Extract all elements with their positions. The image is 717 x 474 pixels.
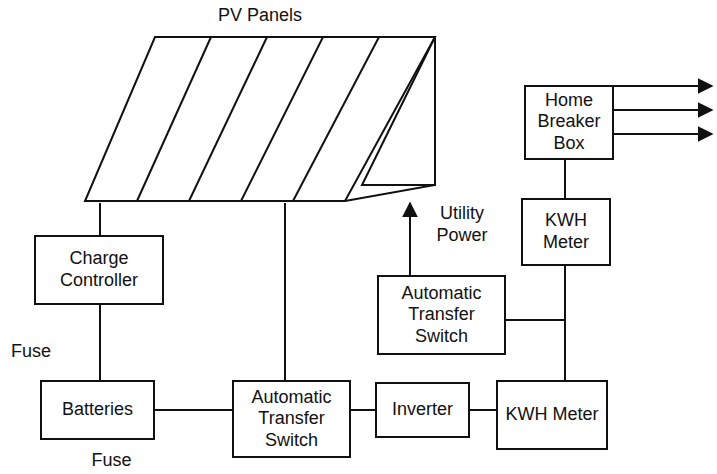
transfer-switch-box: Automatic Transfer Switch	[377, 275, 506, 355]
box-label: KWH Meter	[526, 210, 606, 253]
box-label: Inverter	[392, 399, 453, 421]
pv-panels: PV Panels	[80, 5, 440, 203]
wire-connector	[564, 160, 566, 199]
utility-label: Utility Power	[420, 203, 504, 246]
fuse-label: Fuse	[4, 341, 58, 363]
box-label: Home Breaker Box	[529, 90, 609, 155]
wire-connector	[155, 409, 232, 411]
wire-connector	[99, 305, 101, 380]
fuse-label: Fuse	[82, 450, 141, 472]
box-label: Batteries	[62, 399, 133, 421]
box-label: Automatic Transfer Switch	[382, 283, 501, 348]
meter-box: KWH Meter	[521, 198, 611, 266]
wire-connector	[351, 409, 375, 411]
battery-box: Batteries	[40, 380, 155, 440]
breaker-box: Home Breaker Box	[524, 85, 614, 160]
wire-connector	[470, 409, 496, 411]
breaker-outputs	[612, 86, 712, 134]
pv-panel-art	[80, 5, 440, 203]
transfer-switch-box: Automatic Transfer Switch	[232, 380, 351, 458]
box-label: Automatic Transfer Switch	[237, 387, 346, 452]
inverter-box: Inverter	[375, 382, 470, 438]
panel-heading: PV Panels	[80, 5, 440, 27]
box-label: Charge Controller	[39, 248, 159, 291]
controller-box: Charge Controller	[34, 235, 164, 305]
wire-connector	[99, 203, 101, 235]
utility-arrow	[409, 203, 411, 275]
meter-box: KWH Meter	[496, 380, 608, 450]
wire-connector	[506, 266, 565, 320]
wire-connector	[284, 203, 286, 380]
wire-connector	[506, 320, 565, 380]
box-label: KWH Meter	[505, 404, 598, 426]
